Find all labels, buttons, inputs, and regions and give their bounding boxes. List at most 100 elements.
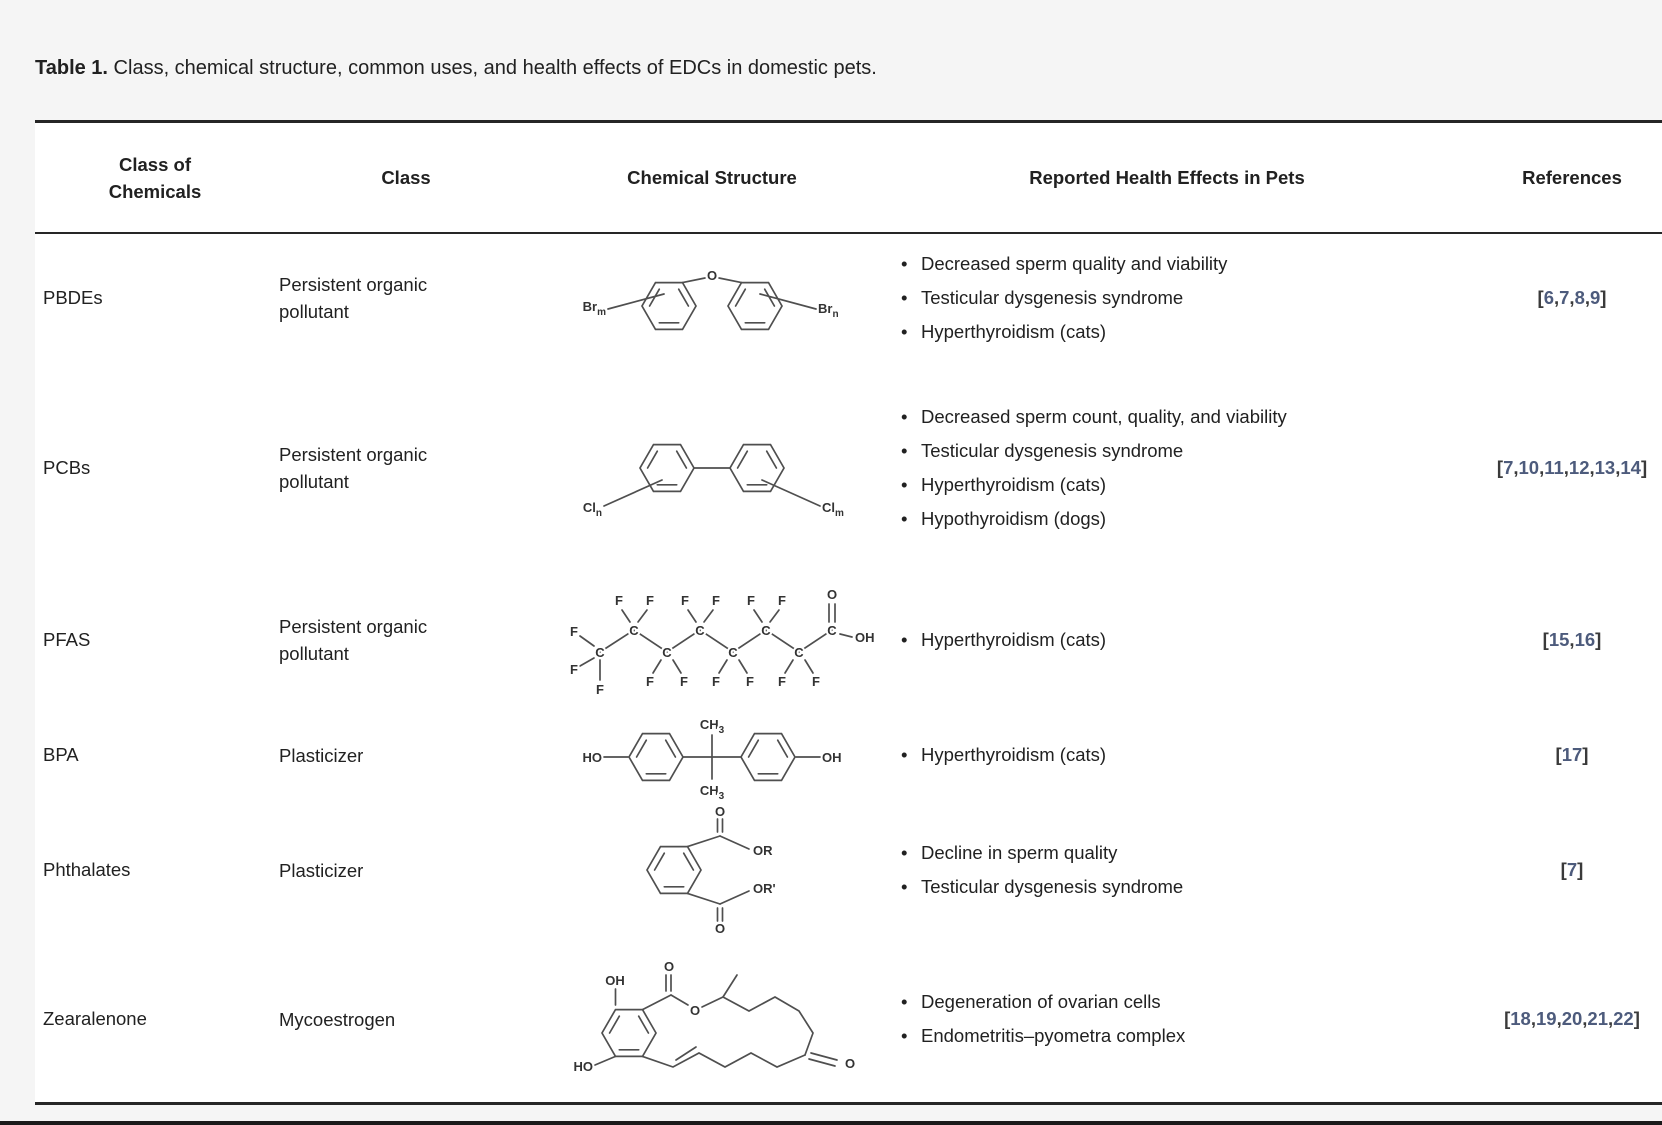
reference-link[interactable]: 11 <box>1544 457 1564 478</box>
chemical-name: BPA <box>43 744 79 765</box>
reference-link[interactable]: 9 <box>1590 287 1601 308</box>
header-references: References <box>1522 167 1622 188</box>
chlorine-n-label: Cln <box>583 500 602 519</box>
reference-link[interactable]: 19 <box>1535 1008 1557 1029</box>
fluorine-label: F <box>570 662 578 677</box>
health-effect-item: Degeneration of ovarian cells <box>897 985 1317 1019</box>
reference-separator: , <box>1539 457 1545 478</box>
table-row: PFAS Persistent organic pollutant <box>35 574 1662 706</box>
reference-link[interactable]: 13 <box>1594 457 1616 478</box>
references-cell: [15,16] <box>1447 629 1662 651</box>
reference-separator: , <box>1563 457 1569 478</box>
reference-link[interactable]: 18 <box>1510 1008 1531 1029</box>
health-effect-item: Hyperthyroidism (cats) <box>897 315 1317 349</box>
reference-link[interactable]: 7 <box>1503 457 1514 478</box>
references-cell: [7] <box>1447 859 1662 881</box>
fluorine-label: F <box>615 593 623 608</box>
carbon-label: C <box>662 645 672 660</box>
table-caption-text: Class, chemical structure, common uses, … <box>108 57 877 79</box>
oxygen-label: O <box>664 959 674 974</box>
reference-separator: , <box>1584 287 1590 308</box>
health-effects-list: Hyperthyroidism (cats) <box>897 623 1317 657</box>
chemical-class: Persistent organic pollutant <box>279 616 428 664</box>
chemical-class: Plasticizer <box>279 859 364 881</box>
reference-link[interactable]: 10 <box>1518 457 1540 478</box>
health-effect-item: Decreased sperm count, quality, and viab… <box>897 400 1317 434</box>
reference-link[interactable]: 15 <box>1548 629 1570 650</box>
reference-close-bracket: ] <box>1640 457 1648 478</box>
reference-separator: , <box>1589 457 1595 478</box>
methyl-label: CH3 <box>700 783 725 802</box>
fluorine-label: F <box>778 674 786 689</box>
pcb-structure: Cln Clm <box>583 443 844 519</box>
references-cell: [17] <box>1447 744 1662 766</box>
oxygen-label: O <box>827 587 837 602</box>
reference-open-bracket: [ <box>1560 859 1567 880</box>
carbon-label: C <box>794 645 804 660</box>
table-row: BPA Plasticizer CH3 CH3 HO OH Hyperthyr <box>35 706 1662 804</box>
reference-separator: , <box>1556 1008 1562 1029</box>
ester-or-prime-label: OR' <box>753 881 776 896</box>
fluorine-label: F <box>812 674 820 689</box>
reference-link[interactable]: 12 <box>1568 457 1590 478</box>
header-chemical-structure: Chemical Structure <box>627 167 797 188</box>
page-bottom-rule <box>0 1121 1662 1125</box>
reference-close-bracket: ] <box>1582 744 1589 765</box>
reference-separator: , <box>1582 1008 1588 1029</box>
bromine-n-label: Brn <box>818 301 839 320</box>
reference-separator: , <box>1569 629 1575 650</box>
health-effects-list: Decline in sperm qualityTesticular dysge… <box>897 836 1317 904</box>
reference-link[interactable]: 7 <box>1559 287 1570 308</box>
reference-open-bracket: [ <box>1555 744 1562 765</box>
header-class: Class <box>381 167 431 188</box>
reference-link[interactable]: 7 <box>1566 859 1578 880</box>
fluorine-label: F <box>680 674 688 689</box>
reference-close-bracket: ] <box>1600 287 1607 308</box>
reference-separator: , <box>1513 457 1519 478</box>
methyl-label: CH3 <box>700 717 725 736</box>
fluorine-label: F <box>747 593 755 608</box>
table-header-row: Class of Chemicals Class Chemical Struct… <box>35 123 1662 234</box>
ester-oxygen-label: O <box>690 1003 700 1018</box>
fluorine-label: F <box>712 593 720 608</box>
table-row: Phthalates Plasticizer O OR O OR' <box>35 804 1662 936</box>
fluorine-label: F <box>570 624 578 639</box>
reference-separator: , <box>1569 287 1575 308</box>
table-row: Zearalenone Mycoestrogen OH HO O O <box>35 936 1662 1102</box>
reference-separator: , <box>1530 1008 1536 1029</box>
reference-link[interactable]: 17 <box>1561 744 1583 765</box>
reference-close-bracket: ] <box>1595 629 1602 650</box>
health-effect-item: Hyperthyroidism (cats) <box>897 623 1317 657</box>
chlorine-m-label: Clm <box>822 500 844 519</box>
oxygen-label: O <box>715 921 725 936</box>
reference-link[interactable]: 6 <box>1543 287 1554 308</box>
health-effects-list: Hyperthyroidism (cats) <box>897 738 1317 772</box>
fluorine-label: F <box>646 593 654 608</box>
chemical-name: Zearalenone <box>43 1008 147 1029</box>
reference-link[interactable]: 14 <box>1620 457 1641 478</box>
zearalenone-structure: OH HO O O O <box>574 957 858 1074</box>
carbon-label: C <box>728 645 738 660</box>
chemical-class: Plasticizer <box>279 744 364 766</box>
hydroxyl-label: OH <box>822 750 842 765</box>
edc-table: Class of Chemicals Class Chemical Struct… <box>35 120 1662 1105</box>
reference-link[interactable]: 21 <box>1587 1008 1608 1029</box>
carbon-label: C <box>629 623 639 638</box>
fluorine-label: F <box>778 593 786 608</box>
reference-link[interactable]: 20 <box>1561 1008 1583 1029</box>
health-effect-item: Testicular dysgenesis syndrome <box>897 434 1317 468</box>
reference-link[interactable]: 16 <box>1574 629 1596 650</box>
health-effect-item: Hyperthyroidism (cats) <box>897 468 1317 502</box>
health-effect-item: Testicular dysgenesis syndrome <box>897 281 1317 315</box>
health-effect-item: Hyperthyroidism (cats) <box>897 738 1317 772</box>
table-caption: Table 1. Class, chemical structure, comm… <box>35 54 877 82</box>
table-row: PCBs Persistent organic pollutant Cln Cl… <box>35 362 1662 574</box>
health-effect-item: Endometritis–pyometra complex <box>897 1019 1317 1053</box>
reference-link[interactable]: 22 <box>1613 1008 1634 1029</box>
health-effect-item: Decline in sperm quality <box>897 836 1317 870</box>
reference-link[interactable]: 8 <box>1574 287 1585 308</box>
bromine-m-label: Brm <box>583 299 606 318</box>
pfas-structure: C C C C C C C C F F F F F F F F F <box>568 585 876 699</box>
fluorine-label: F <box>646 674 654 689</box>
